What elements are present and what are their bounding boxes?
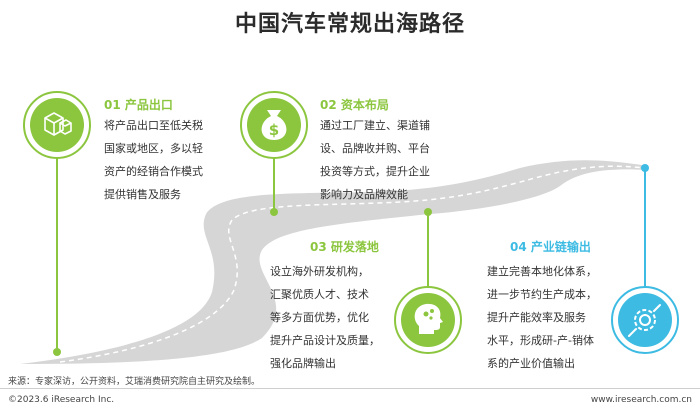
money-bag-icon: $	[261, 110, 287, 140]
step-03-number: 03	[310, 240, 327, 254]
step-04-number: 04	[510, 240, 527, 254]
step-03-name: 研发落地	[330, 240, 379, 254]
step-01-line: 提供销售及服务	[104, 188, 181, 201]
source-note: 来源：专家深访，公开资料，艾瑞消费研究院自主研究及绘制。	[8, 377, 261, 387]
step-01-line: 将产品出口至低关税	[104, 119, 203, 132]
step-03-dot	[424, 208, 432, 216]
step-01-line: 国家或地区，多以轻	[104, 142, 203, 155]
step-04-line: 提升产能效率及服务	[487, 311, 586, 324]
step-03-line: 汇聚优质人才、技术	[270, 288, 369, 301]
step-02-line: 通过工厂建立、渠道铺	[320, 119, 430, 132]
step-02-line: 投资等方式，提升企业	[320, 165, 430, 178]
step-03-line: 等多方面优势，优化	[270, 311, 369, 324]
step-01-number: 01	[104, 98, 121, 112]
svg-text:$: $	[269, 121, 279, 139]
step-02-number: 02	[320, 98, 337, 112]
step-04-line: 水平，形成研-产-销体	[487, 334, 594, 347]
footer-divider	[0, 388, 700, 389]
step-04-line: 系的产业价值输出	[487, 357, 575, 370]
step-03-heading: 03 研发落地	[310, 238, 379, 255]
step-01-heading: 01 产品出口	[104, 96, 173, 113]
step-02-description: 通过工厂建立、渠道铺 设、品牌收并购、平台 投资等方式，提升企业 影响力及品牌效…	[320, 114, 430, 206]
step-04-name: 产业链输出	[530, 240, 591, 254]
step-02-badge: $	[240, 91, 308, 159]
step-03-badge	[394, 286, 462, 354]
step-02-dot	[270, 208, 278, 216]
brain-head-icon	[414, 303, 443, 334]
step-04-line: 建立完善本地化体系，	[487, 265, 597, 278]
step-04-description: 建立完善本地化体系， 进一步节约生产成本， 提升产能效率及服务 水平，形成研-产…	[487, 260, 597, 375]
step-01-badge	[23, 91, 91, 159]
step-03-line: 设立海外研发机构，	[270, 265, 369, 278]
step-01-dot	[53, 348, 61, 356]
step-02-heading: 02 资本布局	[320, 96, 389, 113]
step-04-dot	[641, 164, 649, 172]
box-icon	[44, 112, 72, 136]
step-01-name: 产品出口	[124, 98, 173, 112]
step-03-description: 设立海外研发机构， 汇聚优质人才、技术 等多方面优势，优化 提升产品设计及质量，…	[270, 260, 380, 375]
road	[20, 160, 648, 364]
step-01-line: 资产的经销合作模式	[104, 165, 203, 178]
website-link[interactable]: www.iresearch.com.cn	[590, 395, 692, 405]
page-title: 中国汽车常规出海路径	[234, 12, 465, 37]
step-01-description: 将产品出口至低关税 国家或地区，多以轻 资产的经销合作模式 提供销售及服务	[104, 114, 203, 206]
step-03-line: 提升产品设计及质量，	[270, 334, 380, 347]
step-04-badge	[611, 286, 679, 354]
step-04-heading: 04 产业链输出	[510, 238, 591, 255]
copyright: ©2023.6 iResearch Inc.	[8, 395, 115, 405]
step-04-line: 进一步节约生产成本，	[487, 288, 597, 301]
step-02-name: 资本布局	[340, 98, 389, 112]
gear-wrench-icon	[628, 304, 661, 337]
step-02-line: 设、品牌收并购、平台	[320, 142, 430, 155]
step-03-line: 强化品牌输出	[270, 357, 336, 370]
step-02-line: 影响力及品牌效能	[320, 188, 408, 201]
